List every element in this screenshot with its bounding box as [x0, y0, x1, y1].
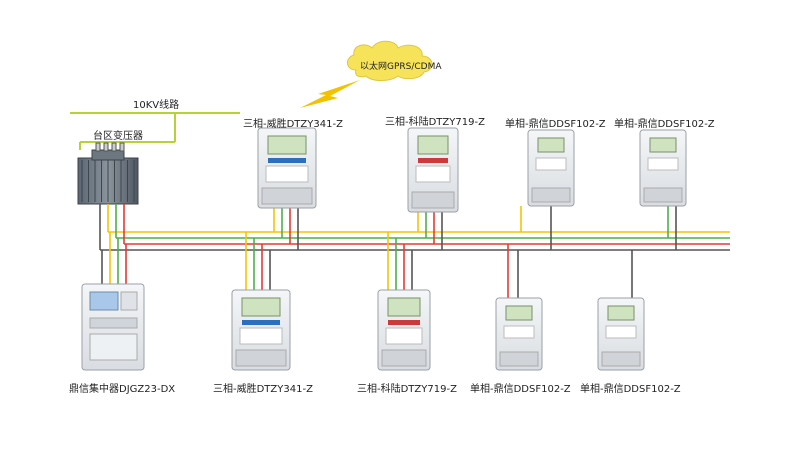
meter-brand-strip [268, 158, 306, 163]
meter-terminal [601, 351, 641, 367]
meter-bottom-3-label: 单相-鼎信DDSF102-Z [470, 384, 571, 395]
hv-line-label: 10KV线路 [133, 100, 180, 111]
meter-terminal [531, 187, 571, 203]
concentrator-label: 鼎信集中器DJGZ23-DX [69, 384, 176, 395]
meter-nameplate [535, 157, 567, 171]
meter-terminal [643, 187, 683, 203]
meters-top [257, 127, 687, 213]
meter-lcd [387, 297, 421, 317]
meter-nameplate [265, 165, 309, 183]
meter-lcd [417, 135, 449, 155]
meter-lcd [505, 305, 533, 321]
meter-bottom-4-label: 单相-鼎信DDSF102-Z [580, 384, 681, 395]
meter-top-1-icon [257, 127, 317, 209]
meter-top-4-label: 单相-鼎信DDSF102-Z [614, 119, 715, 130]
meter-nameplate [503, 325, 535, 339]
meter-terminal [499, 351, 539, 367]
meter-drop-wires [101, 206, 677, 298]
transformer-label: 台区变压器 [93, 131, 143, 142]
meter-top-2-icon [407, 127, 459, 213]
meter-lcd [267, 135, 307, 155]
meter-top-1-label: 三相-威胜DTZY341-Z [243, 119, 343, 130]
meter-nameplate [239, 327, 283, 345]
network-cloud-icon [347, 40, 433, 81]
meter-bottom-4-icon [597, 297, 645, 371]
meter-terminal [235, 349, 287, 367]
meter-brand-strip [242, 320, 280, 325]
concentrator-panel [89, 317, 138, 329]
meter-nameplate [605, 325, 637, 339]
meter-terminal [261, 187, 313, 205]
meter-brand-strip [388, 320, 420, 325]
transformer-bushing [103, 142, 109, 152]
meter-lcd [241, 297, 281, 317]
meter-terminal [381, 349, 427, 367]
meter-lcd [537, 137, 565, 153]
meter-nameplate [415, 165, 451, 183]
concentrator-keypad [120, 291, 138, 311]
meter-bottom-1-icon [231, 289, 291, 371]
meter-bottom-3-icon [495, 297, 543, 371]
meter-nameplate [647, 157, 679, 171]
meter-nameplate [385, 327, 423, 345]
transformer-icon [77, 142, 139, 205]
transformer-bushing [95, 142, 101, 152]
transformer-bushing [111, 142, 117, 152]
meter-top-4-icon [639, 129, 687, 207]
hv-line-group [70, 112, 240, 150]
concentrator-device-icon [81, 283, 145, 371]
meter-top-2-label: 三相-科陆DTZY719-Z [385, 117, 485, 128]
network-label: 以太网GPRS/CDMA [360, 62, 442, 72]
concentrator-lcd [89, 291, 119, 311]
meter-bottom-1-label: 三相-威胜DTZY341-Z [213, 384, 313, 395]
transformer-bushing [119, 142, 125, 152]
concentrator-terminal [89, 333, 138, 361]
bus-wires [99, 204, 730, 251]
meter-bottom-2-label: 三相-科陆DTZY719-Z [357, 384, 457, 395]
meter-brand-strip [418, 158, 448, 163]
meter-top-3-icon [527, 129, 575, 207]
meter-lcd [649, 137, 677, 153]
wireless-lightning-icon [300, 80, 360, 108]
meter-terminal [411, 191, 455, 209]
meter-bottom-2-icon [377, 289, 431, 371]
meters-bottom [231, 289, 645, 371]
meter-lcd [607, 305, 635, 321]
meter-top-3-label: 单相-鼎信DDSF102-Z [505, 119, 606, 130]
